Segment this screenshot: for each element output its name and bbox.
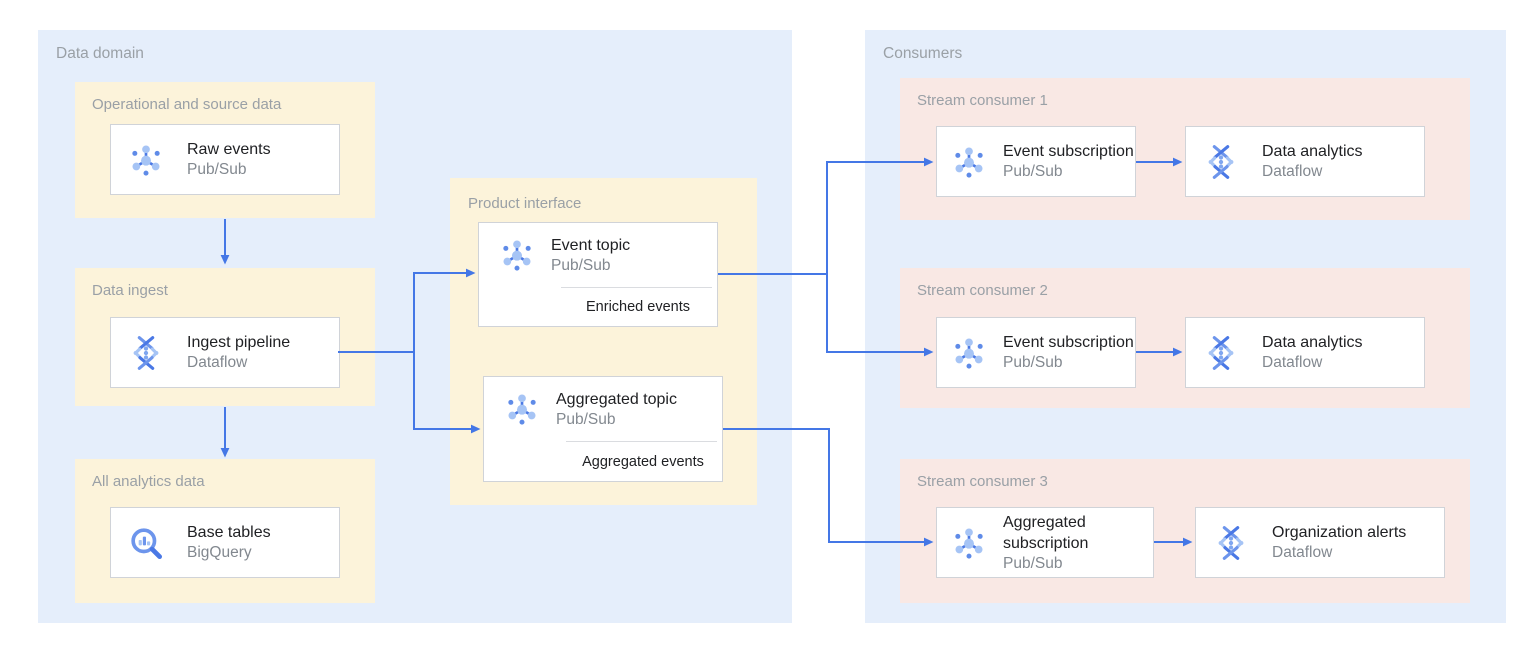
node-title: Data analytics xyxy=(1262,334,1363,351)
node-raw-events: Raw events Pub/Sub xyxy=(110,124,340,195)
node-title: Aggregated subscription xyxy=(1003,513,1089,552)
pubsub-icon xyxy=(949,523,989,563)
node-caption: Aggregated events xyxy=(582,453,704,470)
pubsub-icon xyxy=(949,142,989,182)
node-title: Event subscription xyxy=(1003,143,1134,160)
node-product: Dataflow xyxy=(187,354,248,371)
group-label: All analytics data xyxy=(92,473,205,490)
node-title: Event topic xyxy=(551,236,631,254)
dataflow-icon xyxy=(1201,142,1241,182)
pubsub-icon xyxy=(949,333,989,373)
node-aggregated-topic: Aggregated topic Pub/Sub Aggregated even… xyxy=(483,376,723,482)
node-product: Pub/Sub xyxy=(1003,354,1063,371)
node-title: Base tables xyxy=(187,524,271,541)
divider xyxy=(561,287,712,288)
divider xyxy=(566,441,717,442)
node-caption: Enriched events xyxy=(586,299,690,315)
dataflow-icon xyxy=(126,333,166,373)
group-label: Operational and source data xyxy=(92,96,282,113)
pubsub-icon xyxy=(497,235,537,275)
node-product: Pub/Sub xyxy=(556,410,616,428)
node-title: Ingest pipeline xyxy=(187,334,291,351)
node-data-analytics-2: Data analytics Dataflow xyxy=(1185,317,1425,388)
group-label: Stream consumer 1 xyxy=(917,92,1048,109)
group-label: Stream consumer 3 xyxy=(917,473,1048,490)
node-title: Organization alerts xyxy=(1272,524,1407,541)
node-data-analytics-1: Data analytics Dataflow xyxy=(1185,126,1425,197)
dataflow-icon xyxy=(1201,333,1241,373)
node-ingest-pipeline: Ingest pipeline Dataflow xyxy=(110,317,340,388)
bigquery-icon xyxy=(126,523,166,563)
node-event-subscription-2: Event subscription Pub/Sub xyxy=(936,317,1136,388)
node-product: Dataflow xyxy=(1262,354,1323,371)
node-product: BigQuery xyxy=(187,544,252,561)
node-aggregated-subscription: Aggregated subscription Pub/Sub xyxy=(936,507,1154,578)
node-base-tables: Base tables BigQuery xyxy=(110,507,340,578)
group-label: Product interface xyxy=(468,195,582,212)
node-title: Raw events xyxy=(187,141,271,158)
node-title: Event subscription xyxy=(1003,334,1134,351)
node-product: Pub/Sub xyxy=(551,256,611,274)
node-event-subscription-1: Event subscription Pub/Sub xyxy=(936,126,1136,197)
container-data-domain-label: Data domain xyxy=(56,45,144,62)
node-product: Pub/Sub xyxy=(1003,554,1063,572)
pubsub-icon xyxy=(502,389,542,429)
node-product: Pub/Sub xyxy=(187,161,247,178)
node-title: Aggregated topic xyxy=(556,390,677,408)
node-organization-alerts: Organization alerts Dataflow xyxy=(1195,507,1445,578)
dataflow-icon xyxy=(1211,523,1251,563)
node-product: Pub/Sub xyxy=(1003,163,1063,180)
group-label: Stream consumer 2 xyxy=(917,282,1048,299)
node-title: Data analytics xyxy=(1262,143,1363,160)
pubsub-icon xyxy=(126,140,166,180)
node-product: Dataflow xyxy=(1272,544,1333,561)
container-consumers-label: Consumers xyxy=(883,45,963,62)
node-event-topic: Event topic Pub/Sub Enriched events xyxy=(478,222,718,327)
group-label: Data ingest xyxy=(92,282,168,299)
node-product: Dataflow xyxy=(1262,163,1323,180)
